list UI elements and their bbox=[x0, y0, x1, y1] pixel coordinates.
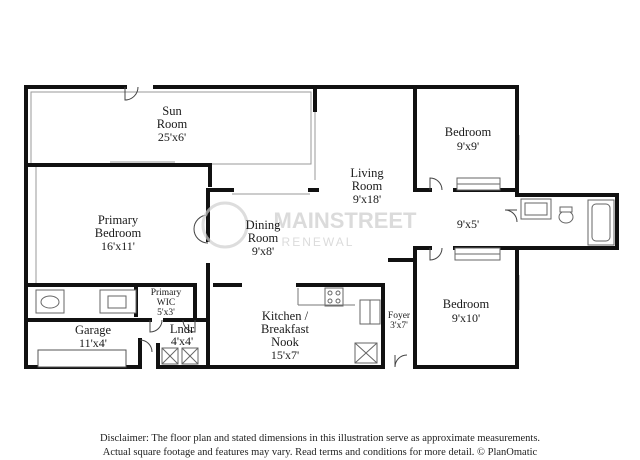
living-room-label-1: Living bbox=[350, 166, 384, 180]
laundry-dim: 4'x4' bbox=[171, 334, 193, 348]
kitchen-label-2: Breakfast bbox=[261, 322, 309, 336]
fixtures bbox=[35, 177, 615, 365]
foyer-dim: 3'x7' bbox=[390, 321, 408, 331]
foyer-label: Foyer bbox=[388, 311, 411, 321]
living-room-dim: 9'x18' bbox=[353, 192, 381, 206]
kitchen-dim: 15'x7' bbox=[271, 348, 299, 362]
disclaimer-line-1: Disclaimer: The floor plan and stated di… bbox=[99, 433, 541, 444]
sun-room-dim: 25'x6' bbox=[158, 130, 186, 144]
primary-wic-label-1: Primary bbox=[151, 288, 182, 298]
primary-wic-label-2: WIC bbox=[157, 298, 175, 308]
dining-room-label-1: Dining bbox=[246, 218, 281, 232]
garage-dim: 11'x4' bbox=[79, 336, 107, 350]
primary-bedroom-label-2: Bedroom bbox=[95, 226, 142, 240]
disclaimer: Disclaimer: The floor plan and stated di… bbox=[0, 432, 640, 460]
sun-room-label-1: Sun bbox=[162, 104, 182, 118]
room-labels: Sun Room 25'x6' Bedroom 9'x9' Living Roo… bbox=[75, 104, 492, 362]
garage-label: Garage bbox=[75, 323, 112, 337]
bedroom-top-label: Bedroom bbox=[445, 125, 492, 139]
dining-room-label-2: Room bbox=[248, 231, 279, 245]
living-room-label-2: Room bbox=[352, 179, 383, 193]
dining-room-dim: 9'x8' bbox=[252, 244, 274, 258]
bedroom-bottom-label: Bedroom bbox=[443, 297, 490, 311]
watermark-line1: MAINSTREET bbox=[274, 208, 418, 233]
kitchen-label-3: Nook bbox=[271, 335, 300, 349]
laundry-label: Lndr bbox=[170, 322, 195, 336]
walls bbox=[24, 85, 619, 369]
sun-room-label-2: Room bbox=[157, 117, 188, 131]
watermark-line2: RENEWAL bbox=[282, 235, 355, 249]
bedroom-top-dim: 9'x9' bbox=[457, 139, 479, 153]
primary-bedroom-dim: 16'x11' bbox=[101, 239, 135, 253]
disclaimer-line-2: Actual square footage and features may v… bbox=[102, 447, 538, 458]
bedroom-bottom-dim: 9'x10' bbox=[452, 311, 480, 325]
garage-door bbox=[37, 349, 127, 368]
bath-hall-dim: 9'x5' bbox=[457, 217, 479, 231]
primary-wic-dim: 5'x3' bbox=[157, 308, 175, 318]
watermark: MAINSTREET RENEWAL bbox=[201, 201, 418, 249]
kitchen-label-1: Kitchen / bbox=[262, 309, 309, 323]
primary-bedroom-label-1: Primary bbox=[98, 213, 139, 227]
